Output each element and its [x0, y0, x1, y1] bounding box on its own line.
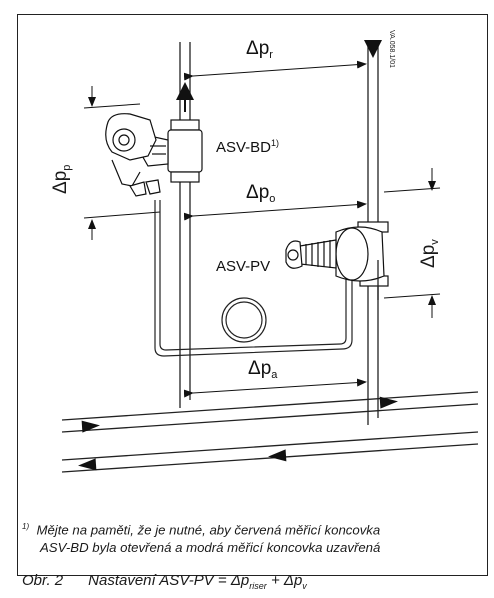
impulse-tube	[154, 200, 353, 357]
figure-frame	[17, 14, 488, 576]
asv-pv-valve	[285, 221, 389, 287]
footnote-line-2: ASV-BD byla otevřená a modrá měřicí konc…	[40, 540, 381, 556]
asv-pv-label: ASV-PV	[216, 258, 271, 275]
dimension-lines	[83, 60, 441, 398]
dp-p-label: Δpp	[50, 164, 73, 194]
asv-bd-valve	[105, 113, 203, 197]
footnote: 1) Mějte na paměti, že je nutné, aby čer…	[22, 518, 492, 557]
left-riser-pipe	[179, 42, 191, 408]
dp-r-label: Δpr	[246, 38, 273, 61]
dp-a-label: Δpa	[248, 358, 278, 381]
up-flow-arrow	[176, 82, 194, 100]
main-pipes	[61, 391, 479, 473]
dp-v-label: Δpv	[418, 239, 441, 268]
down-flow-arrow	[364, 40, 382, 58]
main-flow-arrows	[78, 396, 398, 471]
footnote-line-1: 1) Mějte na paměti, že je nutné, aby čer…	[22, 522, 381, 538]
drawing-code: VA.058.1/01	[388, 30, 395, 69]
figure-caption: Obr. 2 Nastavení ASV-PV = Δpriser + Δpv	[22, 572, 307, 591]
asv-bd-label: ASV-BD1)	[216, 138, 280, 156]
dp-o-label: Δpo	[246, 182, 276, 205]
